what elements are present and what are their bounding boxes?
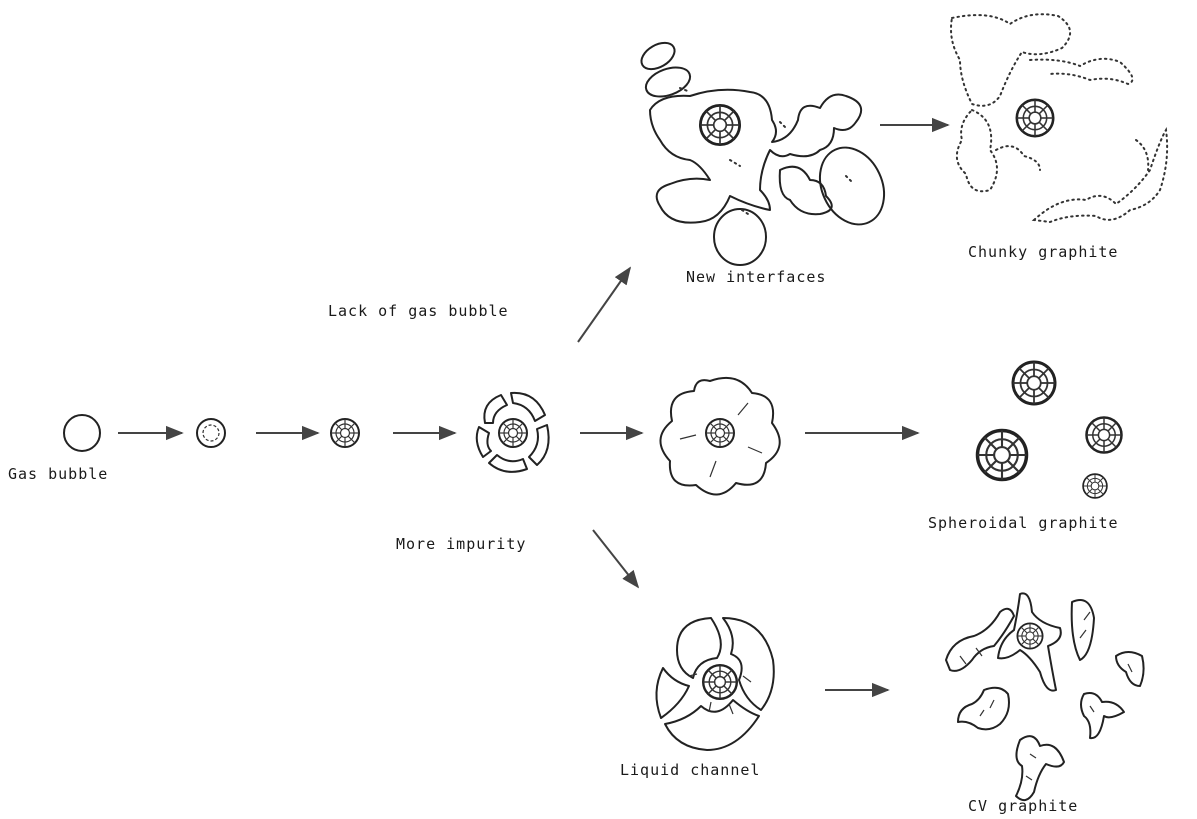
nodule-in-lobed-shell [660, 378, 779, 495]
cv-graphite-shape [946, 593, 1144, 800]
arrow-down-branch [593, 530, 638, 587]
label-cv-graphite: CV graphite [968, 797, 1078, 815]
label-more-impurity: More impurity [396, 535, 526, 553]
nodule-with-shell-fragments [477, 393, 549, 472]
label-new-interfaces: New interfaces [686, 268, 826, 286]
new-interfaces-shape [637, 37, 896, 265]
arrow-up-branch [578, 268, 630, 342]
nodule-stage-1 [197, 419, 225, 447]
label-liquid-channel: Liquid channel [620, 761, 760, 779]
label-chunky-graphite: Chunky graphite [968, 243, 1118, 261]
label-lack-of-gas-bubble: Lack of gas bubble [328, 302, 509, 320]
chunky-graphite-shape [951, 14, 1167, 222]
label-gas-bubble: Gas bubble [8, 465, 108, 483]
liquid-channel-shape [656, 618, 773, 750]
spheroidal-graphite-cluster [978, 362, 1122, 498]
label-spheroidal-graphite: Spheroidal graphite [928, 514, 1119, 532]
gas-bubble-shape [64, 415, 100, 451]
nodule-stage-2 [331, 419, 359, 447]
